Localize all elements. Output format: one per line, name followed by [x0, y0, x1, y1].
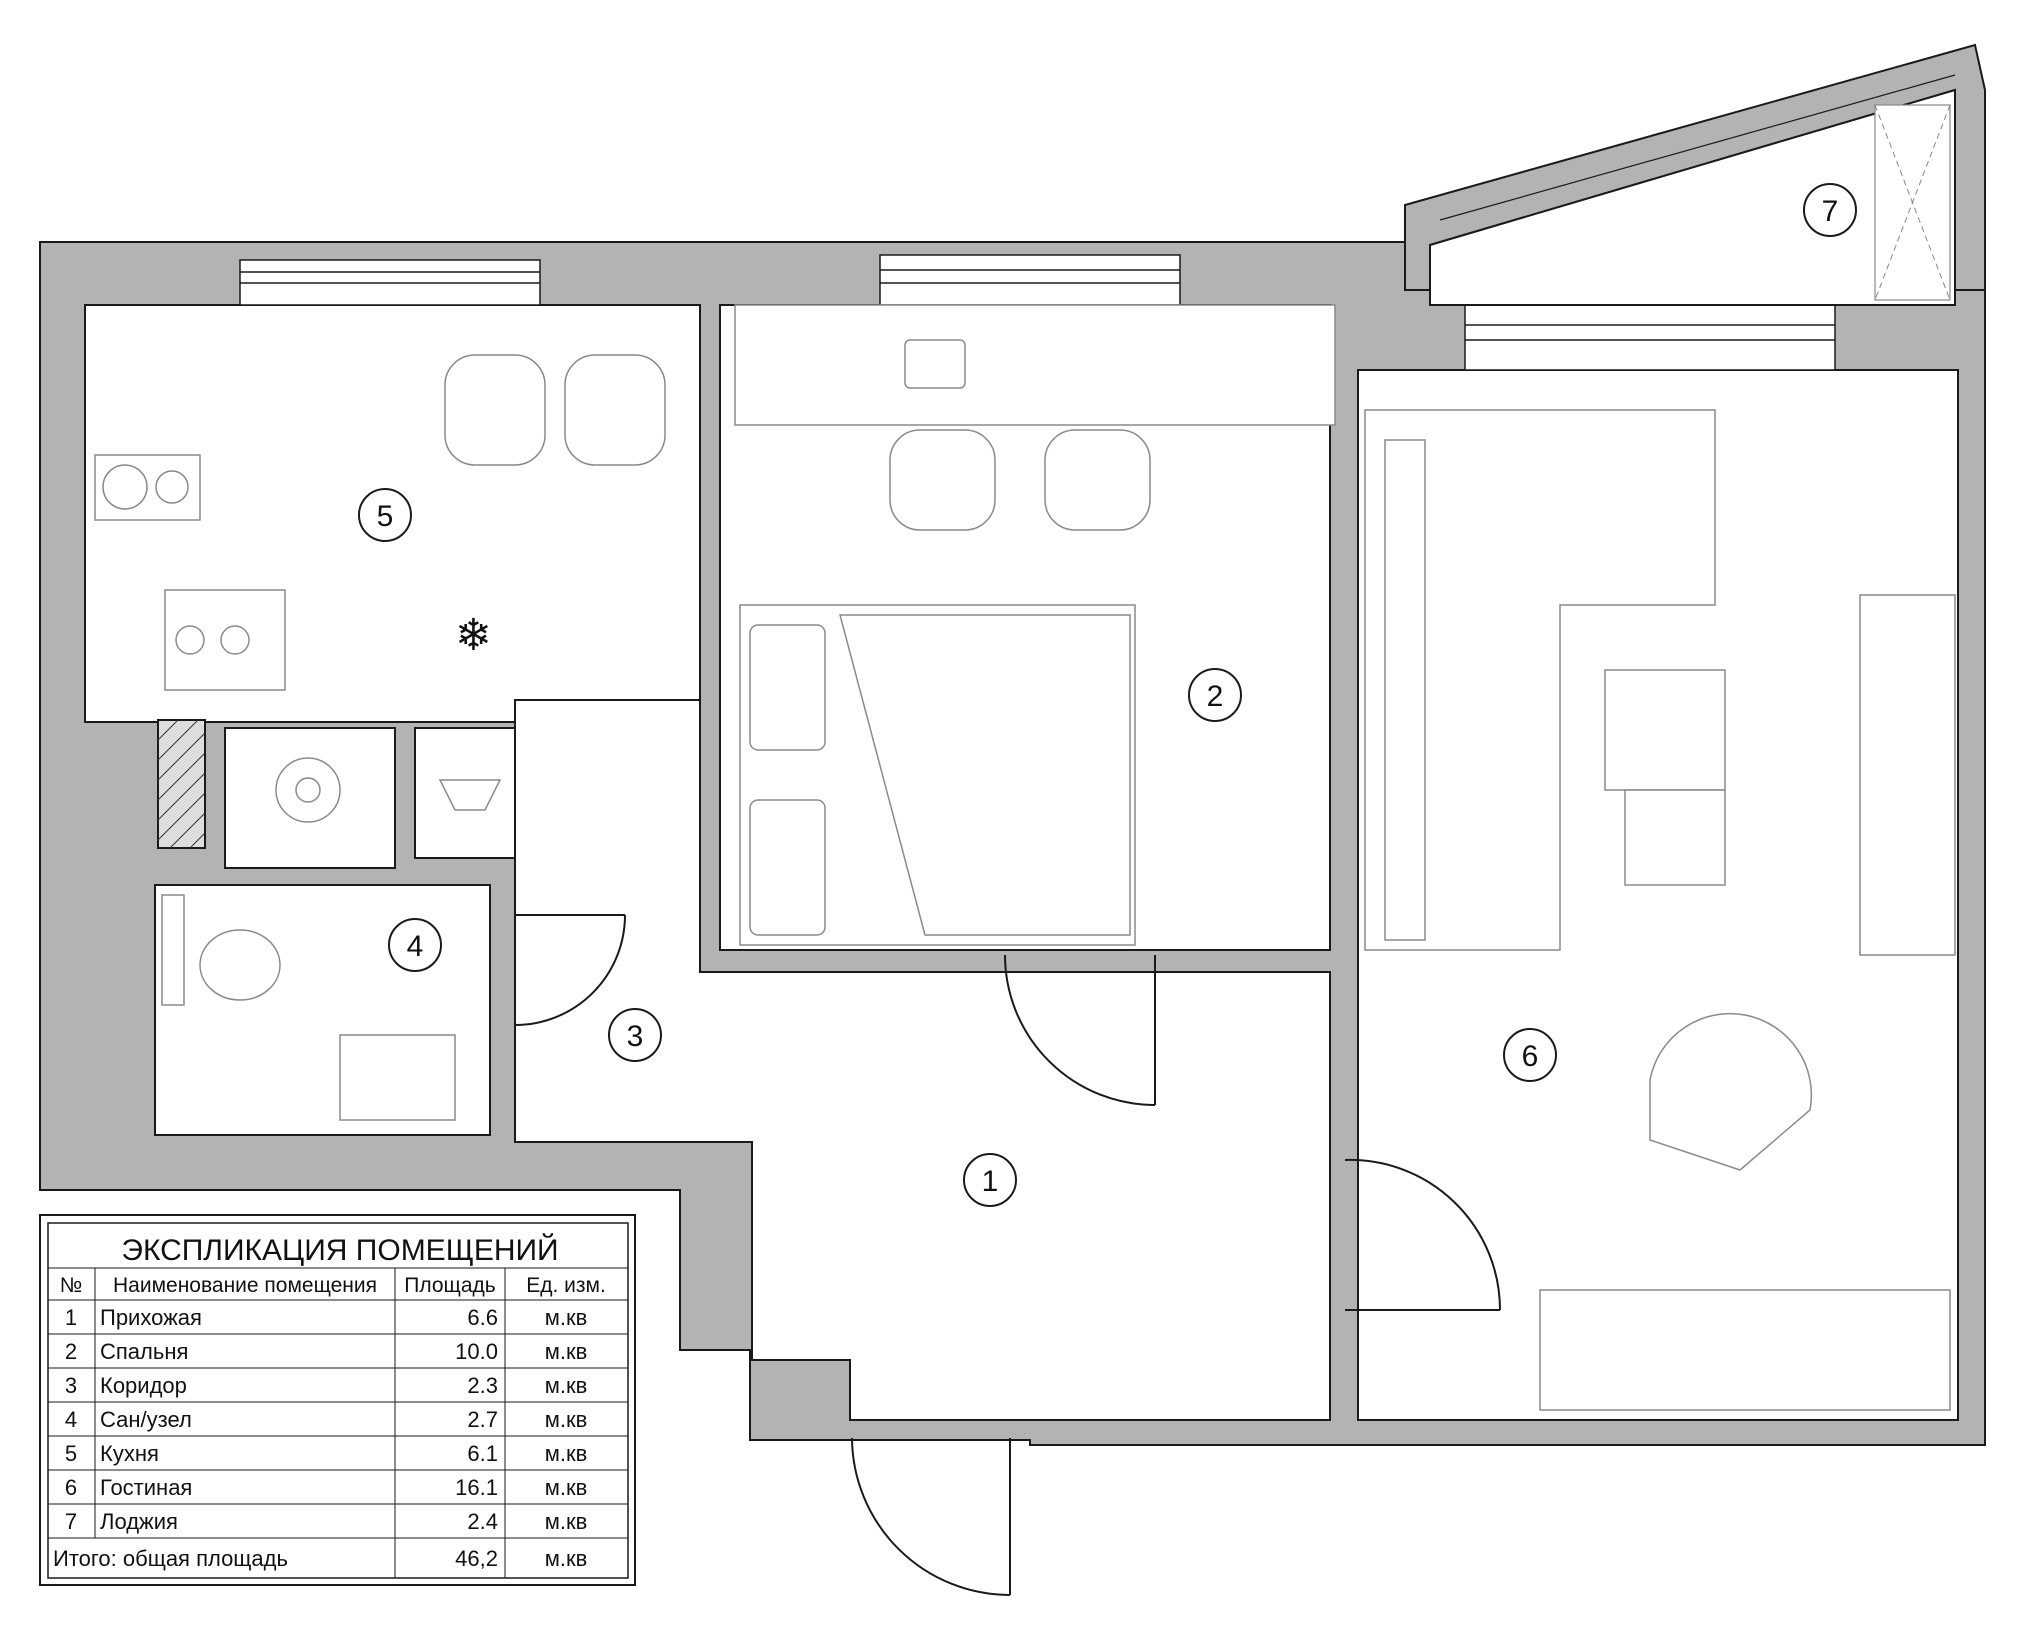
row-area: 10.0	[455, 1339, 498, 1364]
row-unit: м.кв	[545, 1373, 588, 1398]
row-area: 2.7	[467, 1407, 498, 1432]
total-label: Итого: общая площадь	[53, 1546, 288, 1571]
row-area: 2.4	[467, 1509, 498, 1534]
room-number-5: 5	[377, 500, 394, 533]
header-area: Площадь	[404, 1274, 495, 1297]
row-unit: м.кв	[545, 1475, 588, 1500]
explication-title: ЭКСПЛИКАЦИЯ ПОМЕЩЕНИЙ	[121, 1233, 558, 1267]
svg-text:❄: ❄	[455, 611, 492, 660]
total-unit: м.кв	[545, 1546, 588, 1571]
corridor-area	[514, 699, 1331, 1421]
row-area: 6.1	[467, 1441, 498, 1466]
row-unit: м.кв	[545, 1441, 588, 1466]
row-name: Спальня	[100, 1339, 188, 1364]
row-area: 16.1	[455, 1475, 498, 1500]
total-area: 46,2	[455, 1546, 498, 1571]
room-number-6: 6	[1522, 1040, 1539, 1073]
row-area: 6.6	[467, 1305, 498, 1330]
room-number-markers: 1 2 3 4 5 6 7	[358, 183, 1857, 1207]
row-num: 7	[65, 1509, 77, 1534]
header-name: Наименование помещения	[113, 1274, 377, 1297]
room-number-4: 4	[407, 930, 424, 963]
row-name: Лоджия	[100, 1509, 178, 1534]
header-num: №	[60, 1274, 83, 1297]
loggia	[1404, 43, 1986, 306]
bedroom-furniture	[734, 304, 1336, 946]
row-num: 6	[65, 1475, 77, 1500]
row-name: Прихожая	[100, 1305, 202, 1330]
windows	[239, 254, 1836, 371]
row-unit: м.кв	[545, 1305, 588, 1330]
header-unit: Ед. изм.	[526, 1274, 606, 1297]
row-num: 4	[65, 1407, 77, 1432]
row-num: 2	[65, 1339, 77, 1364]
vent-shaft	[157, 719, 206, 849]
bath-fixtures	[161, 757, 502, 1121]
room-number-7: 7	[1822, 195, 1839, 228]
explication-table: ЭКСПЛИКАЦИЯ ПОМЕЩЕНИЙ № Наименование пом…	[39, 1214, 636, 1586]
row-area: 2.3	[467, 1373, 498, 1398]
row-name: Гостиная	[100, 1475, 192, 1500]
room-number-2: 2	[1207, 680, 1224, 713]
door-swings	[514, 914, 1501, 1596]
kitchen-furniture: ❄	[94, 354, 666, 691]
row-name: Кухня	[100, 1441, 159, 1466]
living-furniture	[1364, 409, 1956, 1411]
row-name: Коридор	[100, 1373, 187, 1398]
row-unit: м.кв	[545, 1509, 588, 1534]
row-num: 3	[65, 1373, 77, 1398]
row-num: 1	[65, 1305, 77, 1330]
row-name: Сан/узел	[100, 1407, 192, 1432]
row-unit: м.кв	[545, 1339, 588, 1364]
row-num: 5	[65, 1441, 77, 1466]
shaft-hatch	[157, 719, 206, 849]
room-number-1: 1	[982, 1165, 999, 1198]
row-unit: м.кв	[545, 1407, 588, 1432]
room-number-3: 3	[627, 1020, 644, 1053]
